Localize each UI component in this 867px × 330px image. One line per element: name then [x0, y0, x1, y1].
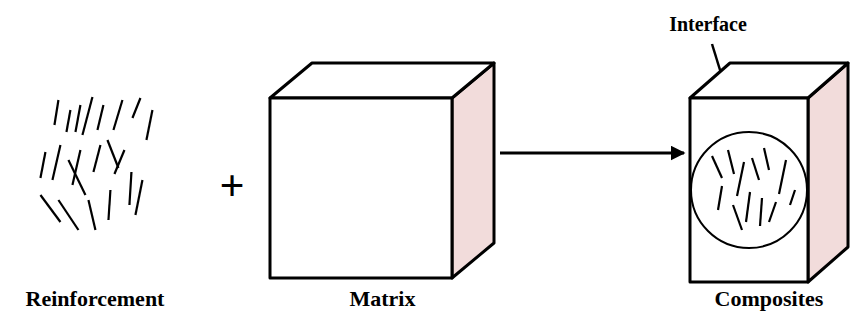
fiber-bundle — [20, 85, 171, 320]
fiber — [88, 200, 95, 230]
fiber — [712, 156, 722, 178]
fiber-group: Reinforcement — [20, 85, 171, 320]
fiber — [113, 100, 122, 130]
fiber — [132, 98, 140, 118]
cube-block: Composites — [684, 58, 854, 320]
fiber — [40, 152, 45, 178]
fiber — [728, 150, 734, 174]
fiber — [733, 205, 742, 230]
fiber — [737, 162, 744, 196]
cube-top — [270, 63, 494, 98]
interface-circle — [691, 132, 807, 248]
cube-front — [270, 98, 452, 278]
cube-front — [690, 98, 808, 282]
fiber — [107, 140, 118, 168]
fiber — [760, 198, 762, 226]
fiber — [790, 190, 795, 205]
callout-label: Interface — [669, 13, 747, 35]
fiber — [52, 145, 60, 180]
fiber — [97, 105, 103, 130]
fiber — [75, 105, 80, 132]
node-caption: Composites — [715, 286, 824, 312]
fiber — [779, 160, 786, 194]
fiber — [66, 110, 70, 132]
fiber — [82, 97, 92, 135]
node-caption: Reinforcement — [26, 286, 165, 312]
fiber — [752, 158, 759, 180]
cube-shape — [265, 58, 500, 320]
cube-top — [690, 63, 848, 98]
fiber — [769, 202, 776, 222]
fiber — [58, 200, 78, 230]
fiber — [114, 150, 124, 174]
fiber — [72, 150, 80, 185]
fiber — [764, 148, 769, 170]
cube-shape — [684, 58, 854, 320]
fiber — [146, 110, 152, 140]
fiber — [718, 186, 722, 210]
fiber — [746, 192, 750, 222]
cube-side — [452, 63, 494, 278]
process-arrow — [500, 152, 684, 155]
fiber — [93, 145, 100, 172]
fiber — [108, 190, 110, 220]
cube-side — [808, 63, 848, 282]
node-caption: Matrix — [350, 286, 416, 312]
fiber — [40, 195, 60, 222]
fiber — [129, 172, 131, 205]
fiber — [135, 180, 142, 215]
plus-sign: + — [219, 162, 244, 210]
fiber — [54, 100, 58, 125]
cube-block: Matrix — [265, 58, 500, 320]
